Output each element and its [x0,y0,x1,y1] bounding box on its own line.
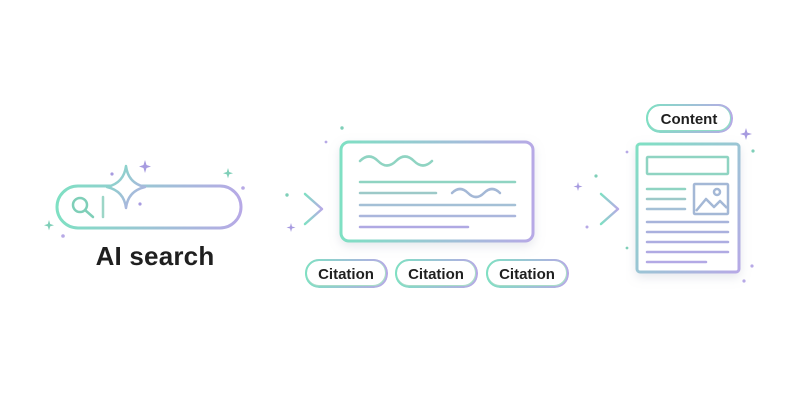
sparkle-small-2 [223,168,233,179]
search-icon [71,196,95,219]
dot-h [751,149,755,153]
dot-e [324,140,328,144]
dot-b [241,186,245,190]
arrow-right-icon [551,192,620,226]
sparkle-small-4 [286,223,296,232]
sparkle-dot-1 [110,172,114,176]
dot-l [625,246,629,250]
sparkle-icon [105,164,147,210]
squiggle-line [358,155,434,167]
dot-d [340,126,344,130]
citation-pill: Citation [395,259,477,287]
sparkle-small-1 [139,160,151,173]
sparkle-small-3 [44,220,54,231]
dot-j [742,279,746,283]
citation-pill: Citation [305,259,387,287]
document-icon [635,142,741,274]
ai-search-label: AI search [95,241,215,271]
squiggle-line [450,187,502,199]
dot-k [625,150,629,154]
dot-c [285,193,289,197]
arrow-right-icon [256,192,324,226]
dot-i [750,264,754,268]
content-pill: Content [646,104,732,132]
result-card [339,140,535,243]
sparkle-dot-2 [138,202,142,206]
image-icon [692,182,730,216]
dot-a [61,234,65,238]
dot-g [585,225,589,229]
search-bar [55,184,243,230]
citation-pill: Citation [486,259,568,287]
sparkle-small-5 [573,182,583,191]
dot-f [594,174,598,178]
sparkle-small-6 [740,128,752,140]
